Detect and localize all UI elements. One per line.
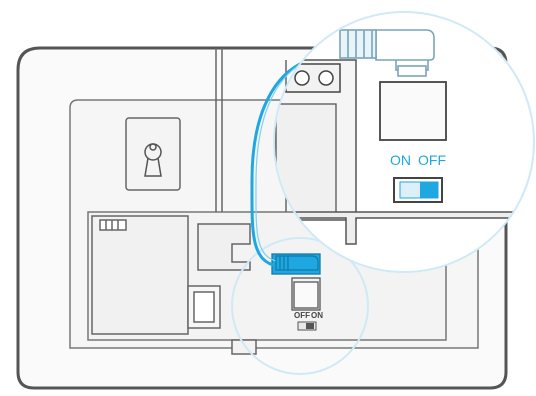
keyhole-bracket xyxy=(126,118,180,190)
device-toggle-knob xyxy=(306,323,314,329)
zoom-toggle-switch-icon[interactable] xyxy=(394,178,442,202)
zoom-switch-label-on: ON xyxy=(390,152,411,168)
device-switch-label-on: ON xyxy=(311,311,323,320)
device-switch-label-off: OFF xyxy=(294,311,310,320)
zoom-switch-label-off: OFF xyxy=(418,152,446,168)
power-plug-icon xyxy=(276,256,318,270)
zoom-view: ON OFF xyxy=(274,12,534,272)
zoom-toggle-knob xyxy=(420,182,438,198)
zoom-power-jack xyxy=(380,82,446,140)
